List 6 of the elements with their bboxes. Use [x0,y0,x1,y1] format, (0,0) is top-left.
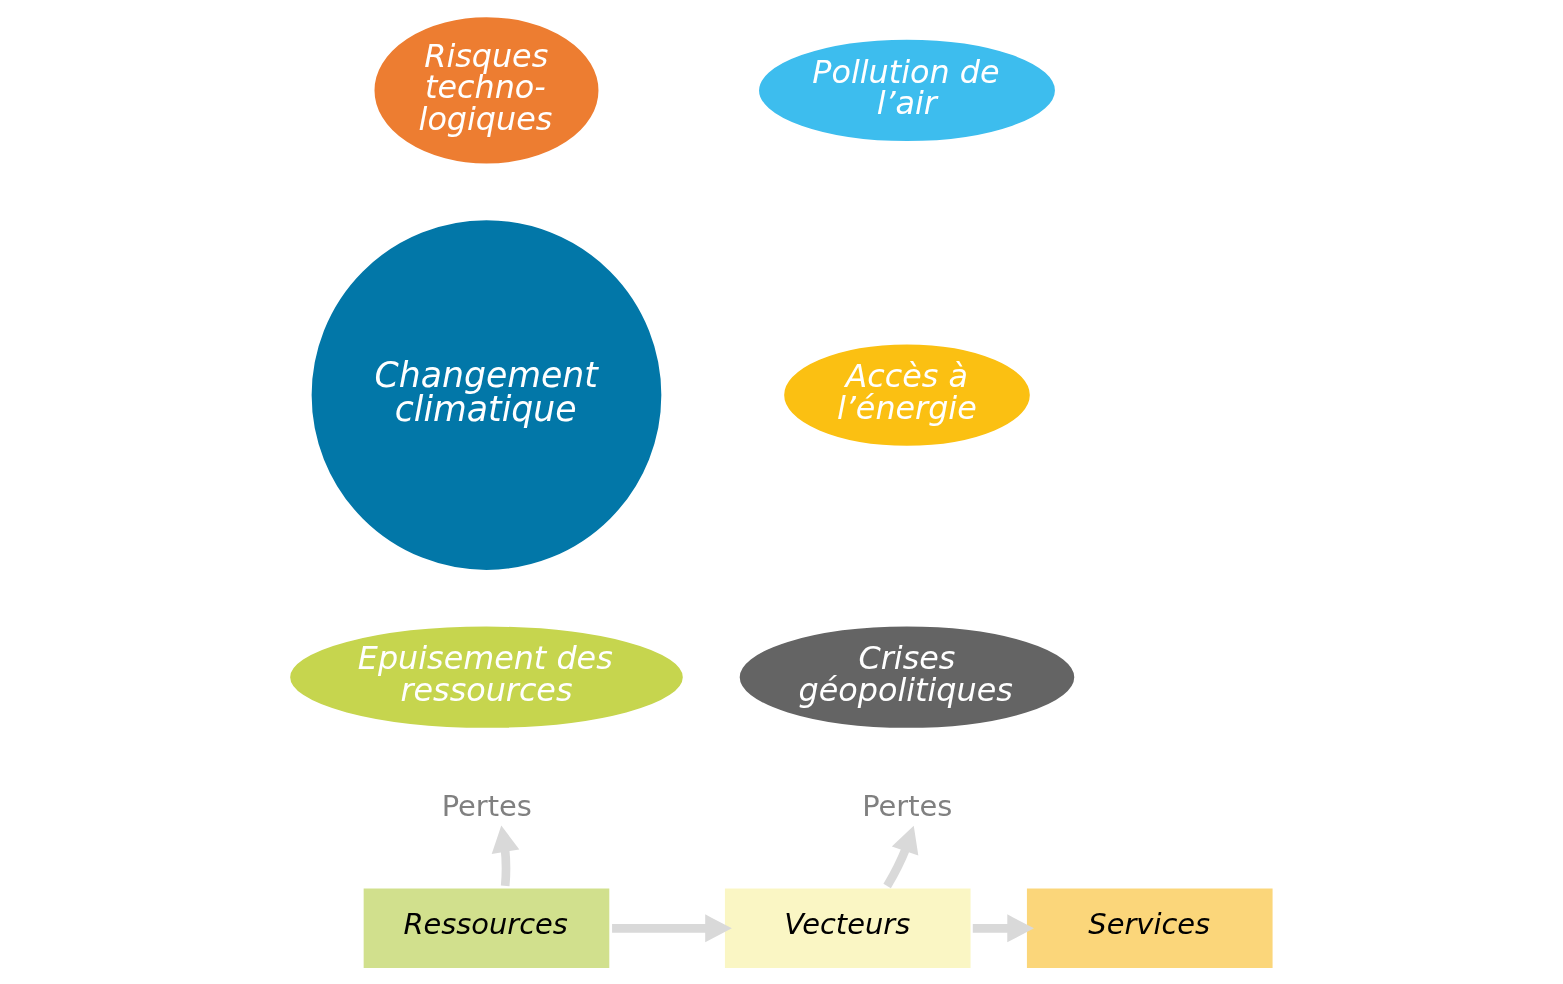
arrow [491,824,520,886]
arrow [883,825,919,888]
node-text: Pertes [441,788,532,823]
arrow [612,913,732,942]
arrow [972,913,1034,942]
node-text: Pertes [862,788,953,823]
